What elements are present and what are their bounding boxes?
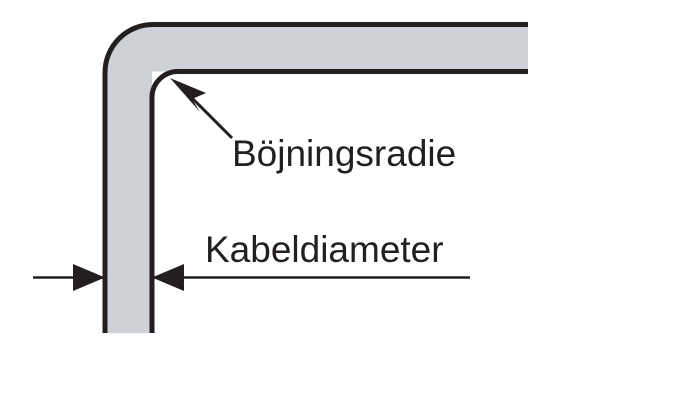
diameter-arrowhead-left [73, 264, 105, 291]
bend-radius-label: Böjningsradie [232, 133, 456, 174]
cable-inner-edge [149, 69, 528, 333]
diameter-arrowhead-right [152, 264, 184, 291]
cable-fill [105, 24, 528, 333]
bend-radius-leader-line [184, 90, 234, 140]
bend-radius-arrowhead [170, 78, 206, 112]
bend-radius-annotation: Böjningsradie [170, 78, 456, 174]
cable-diameter-annotation: Kabeldiameter [33, 229, 470, 291]
cable-diameter-label: Kabeldiameter [205, 229, 444, 270]
cable-outer-edge [102, 22, 528, 333]
cable-body [102, 22, 528, 333]
